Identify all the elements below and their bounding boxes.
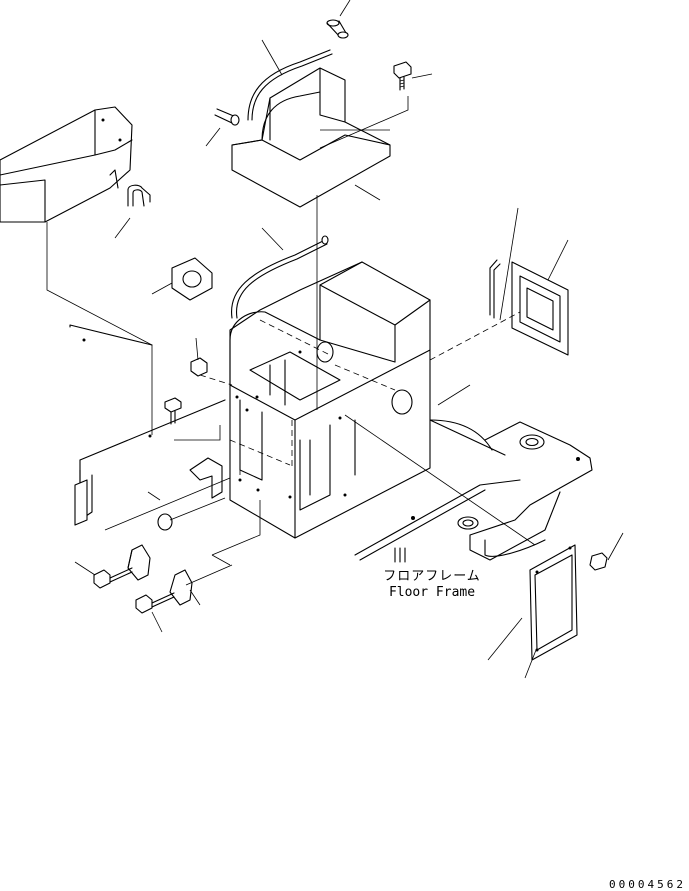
hose-middle xyxy=(231,235,329,319)
leader-lines xyxy=(46,0,624,679)
rubber-plug xyxy=(157,513,173,531)
clamp-2 xyxy=(169,569,193,606)
tube-top-left xyxy=(214,108,240,126)
bolt-2 xyxy=(135,592,175,614)
square-seal xyxy=(171,257,213,301)
main-box xyxy=(229,261,431,539)
upper-duct-cover xyxy=(231,67,391,208)
floor-frame xyxy=(354,419,593,563)
bolt-1 xyxy=(93,567,133,589)
bolt-right xyxy=(589,552,608,571)
left-cover xyxy=(0,106,133,223)
floor-frame-label-en: Floor Frame xyxy=(389,585,475,600)
bolt-top xyxy=(393,61,412,91)
bolt-left-mid xyxy=(164,397,182,425)
bracket-small xyxy=(189,457,223,499)
tube-right xyxy=(489,259,501,319)
window-frame xyxy=(511,261,569,356)
tube-top-right xyxy=(326,19,349,39)
nut-left xyxy=(190,357,208,377)
floor-frame-label-jp: フロアフレーム xyxy=(383,569,481,584)
left-base-plate xyxy=(69,324,226,526)
cover-plate-right xyxy=(529,544,578,661)
drawing-number: 00004562 xyxy=(609,878,686,891)
hidden-lines xyxy=(199,311,521,475)
u-clip xyxy=(127,184,151,207)
clamp-1 xyxy=(127,544,151,581)
hose-top xyxy=(247,49,333,121)
